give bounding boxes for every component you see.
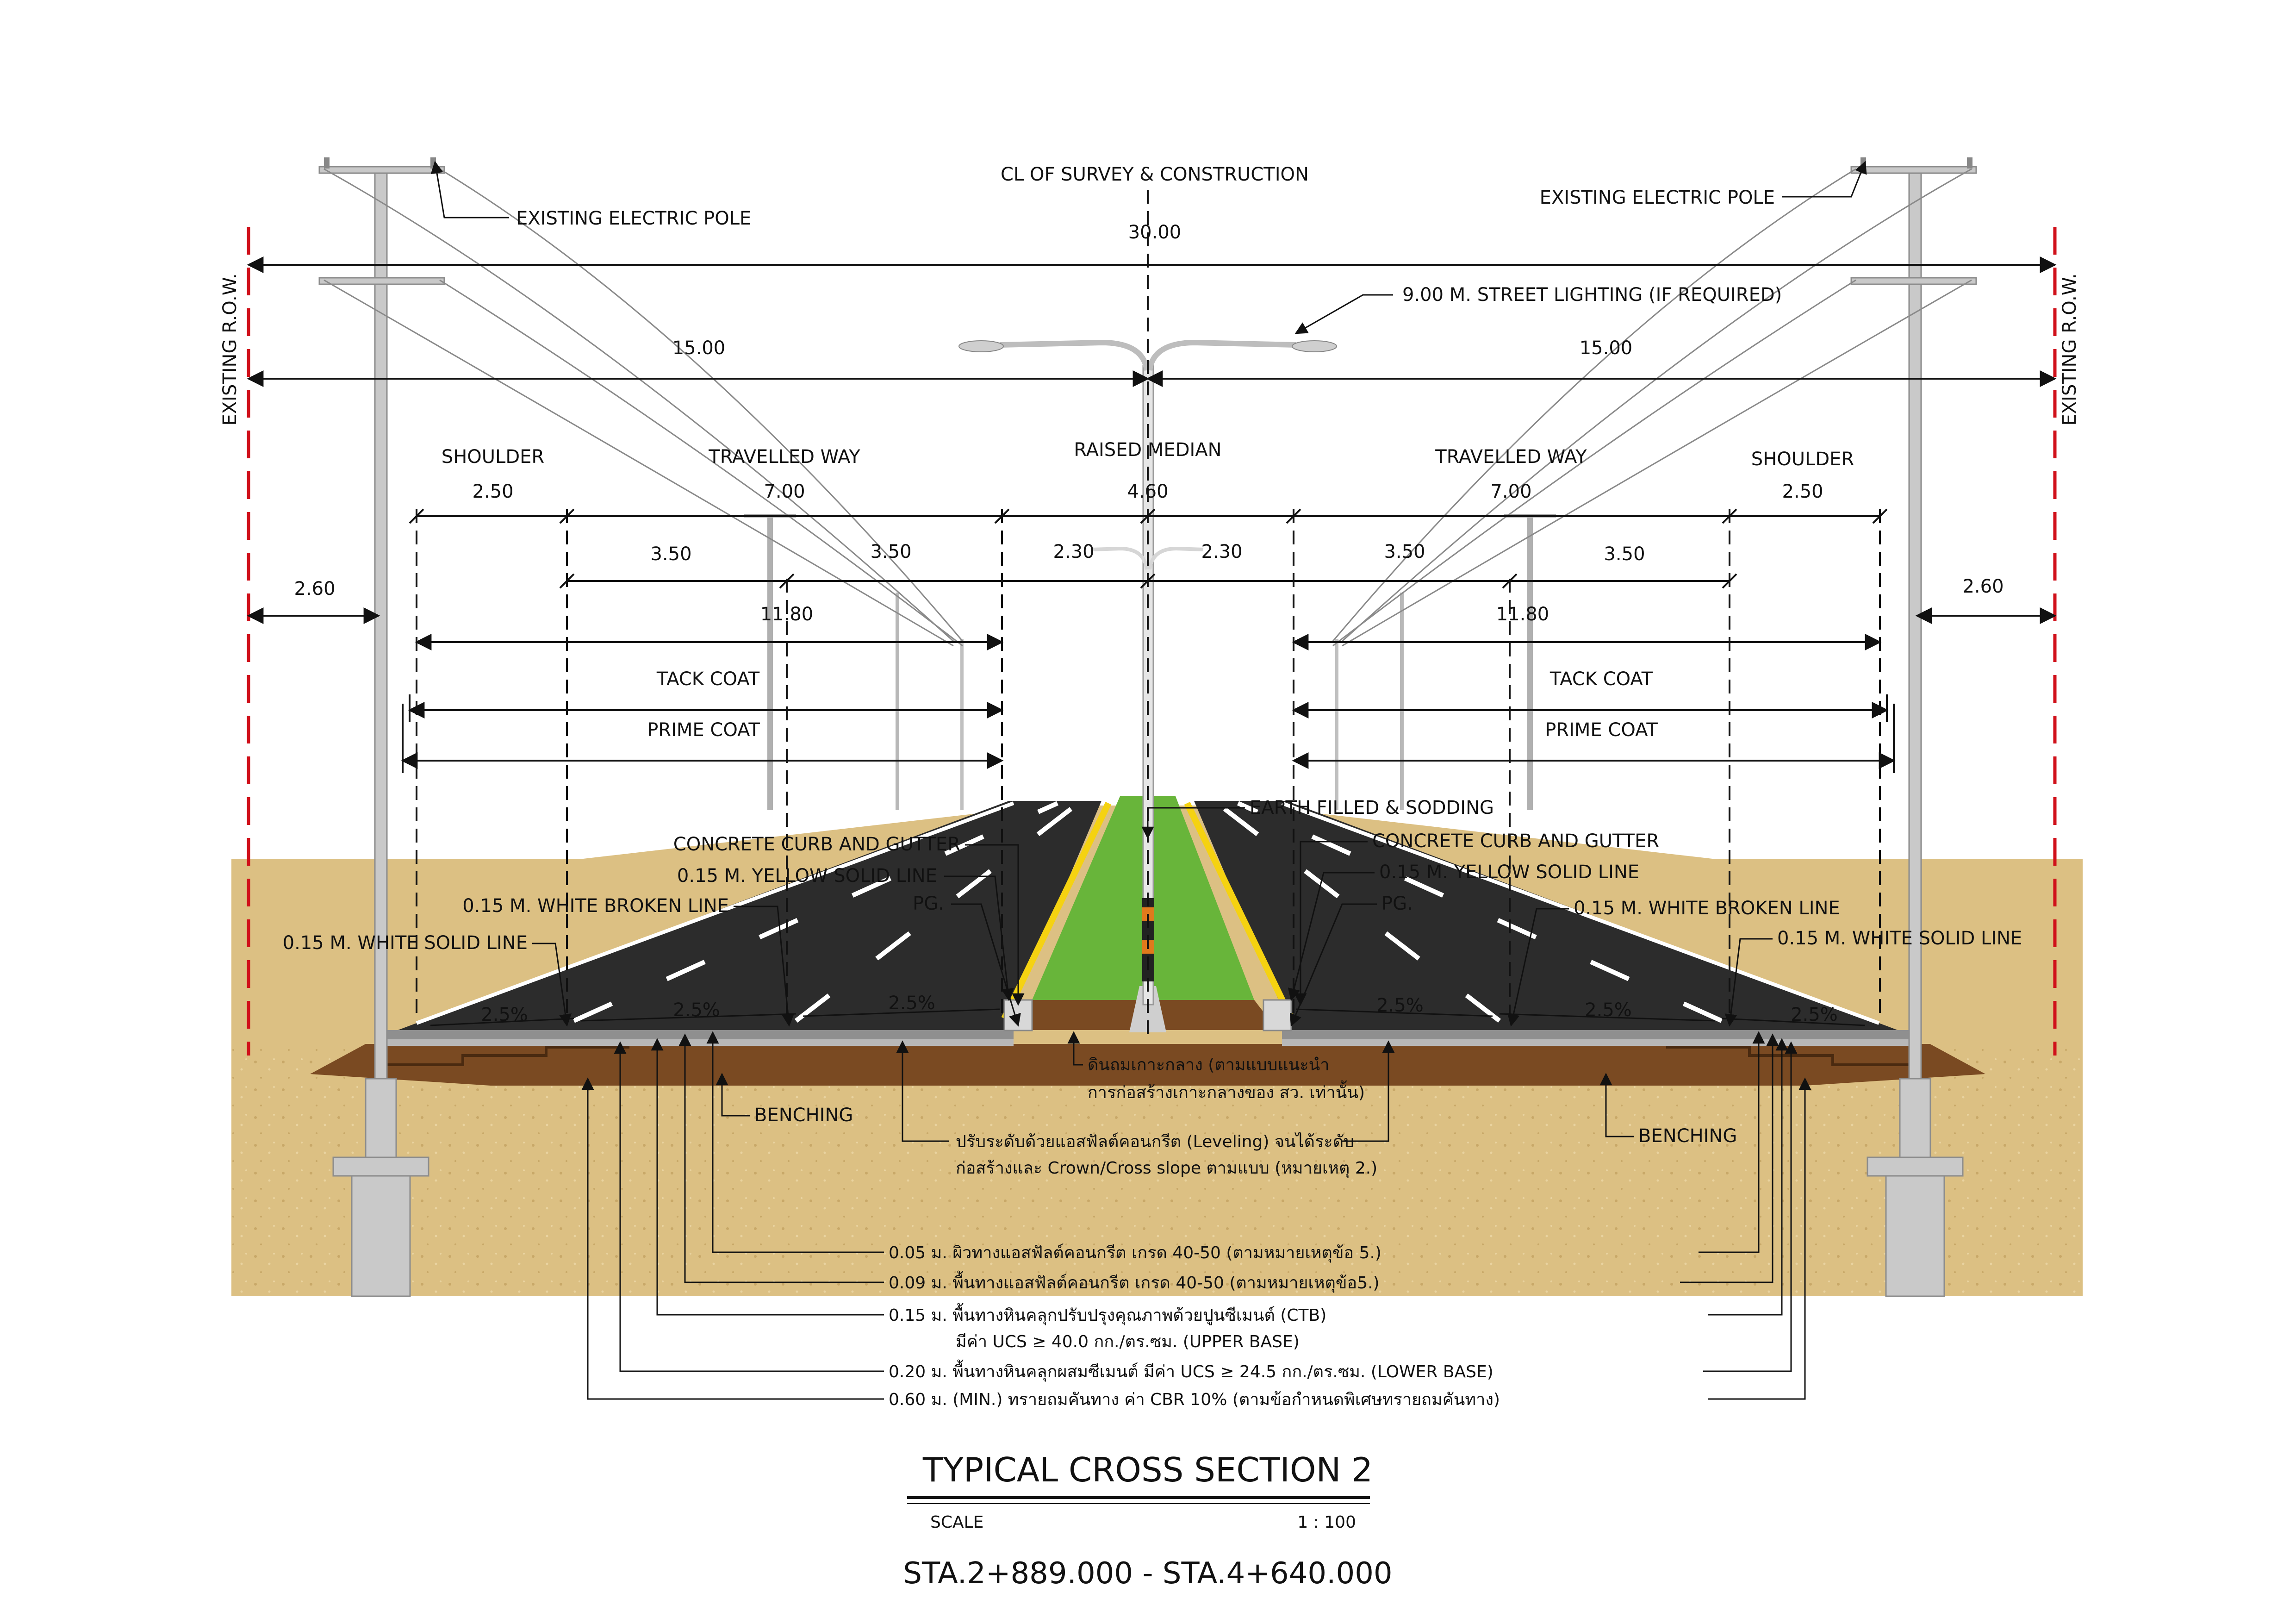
electric-pole-left <box>318 157 445 1297</box>
dimension-lines <box>247 256 2057 1018</box>
yellow-line-right <box>1184 801 1294 1020</box>
sand-fill <box>231 1049 2083 1296</box>
dim-shoulder-right: 2.50 <box>1782 481 1823 502</box>
yellow-label-left: 0.15 M. YELLOW SOLID LINE <box>677 865 937 887</box>
dim-total: 30.00 <box>1128 222 1182 243</box>
median-fill-note-1: ดินถมเกาะกลาง (ตามแบบแนะนำ <box>1088 1056 1330 1074</box>
dim-lane1-right: 3.50 <box>1604 543 1645 565</box>
layer-note: 0.15 ม. พื้นทางหินคลุกปรับปรุงคุณภาพด้วย… <box>889 1303 1326 1325</box>
layer-note: 0.09 ม. พื้นทางแอสฟัลต์คอนกรีต เกรด 40-5… <box>889 1270 1380 1293</box>
drawing-title: TYPICAL CROSS SECTION 2 <box>922 1450 1373 1489</box>
row-label-right: EXISTING R.O.W. <box>2059 273 2080 425</box>
soil-layer <box>310 1044 1985 1086</box>
broken-label-left: 0.15 M. WHITE BROKEN LINE <box>462 895 729 917</box>
solid-label-left: 0.15 M. WHITE SOLID LINE <box>283 932 528 954</box>
curb-right <box>1263 999 1292 1031</box>
right-carriageway <box>1194 801 1898 1030</box>
dim-row-offset-right: 2.60 <box>1962 576 2004 597</box>
dim-median-half-right: 2.30 <box>1201 541 1242 562</box>
pg-label-right: PG. <box>1381 893 1413 914</box>
dim-lane2-left: 3.50 <box>870 541 911 562</box>
centerline-label: CL OF SURVEY & CONSTRUCTION <box>1001 164 1309 185</box>
slope-label: 2.5% <box>888 993 935 1014</box>
white-broken-right <box>1237 801 1723 1023</box>
dim-median: 4.60 <box>1127 481 1168 502</box>
curb-label-left: CONCRETE CURB AND GUTTER <box>673 834 960 855</box>
tack-coat-right: TACK COAT <box>1549 668 1653 690</box>
solid-label-right: 0.15 M. WHITE SOLID LINE <box>1777 928 2022 949</box>
layer-note: มีค่า UCS ≥ 40.0 กก./ตร.ซม. (UPPER BASE) <box>956 1332 1300 1351</box>
benching-steps-left <box>380 1046 629 1066</box>
dim-median-half-left: 2.30 <box>1053 541 1094 562</box>
row-label-left: EXISTING R.O.W. <box>219 273 241 425</box>
left-carriageway <box>398 801 1101 1030</box>
yellow-label-right: 0.15 M. YELLOW SOLID LINE <box>1379 862 1639 883</box>
dim-pave-right: 11.80 <box>1496 604 1549 625</box>
yellow-line-left <box>1001 801 1112 1020</box>
white-solid-left <box>416 801 1014 1025</box>
zone-shoulder-right: SHOULDER <box>1751 449 1854 470</box>
zone-travelled-left: TRAVELLED WAY <box>708 446 860 468</box>
leveling-note-1: ปรับระดับด้วยแอสฟัลต์คอนกรีต (Leveling) … <box>956 1132 1354 1151</box>
median-fill-note-2: การก่อสร้างเกาะกลางของ สว. เท่านั้น) <box>1088 1080 1365 1102</box>
dim-travelled-left: 7.00 <box>764 481 805 502</box>
prime-coat-right: PRIME COAT <box>1545 719 1658 741</box>
layer-note: 0.20 ม. พื้นทางหินคลุกผสมซีเมนต์ มีค่า U… <box>889 1359 1493 1382</box>
dim-lane1-left: 3.50 <box>650 543 691 565</box>
white-solid-right <box>1281 801 1880 1025</box>
scale-label: SCALE <box>930 1513 983 1532</box>
pole-label-right: EXISTING ELECTRIC POLE <box>1540 187 1775 208</box>
dim-pave-left: 11.80 <box>760 604 814 625</box>
white-broken-left <box>572 801 1059 1023</box>
layer-note: 0.60 ม. (MIN.) ทรายถมคันทาง ค่า CBR 10% … <box>889 1390 1500 1409</box>
zone-shoulder-left: SHOULDER <box>442 446 544 468</box>
layer-leaders <box>581 1031 1811 1400</box>
dim-half-left: 15.00 <box>672 337 726 359</box>
zone-travelled-right: TRAVELLED WAY <box>1435 446 1587 468</box>
pole-leader-right <box>1782 161 1867 198</box>
dim-half-right: 15.00 <box>1580 337 1633 359</box>
pg-label-left: PG. <box>913 893 944 914</box>
zone-median: RAISED MEDIAN <box>1074 439 1221 461</box>
earth-leader <box>1141 807 1245 839</box>
slope-marks: 2.5% 2.5% 2.5% 2.5% 2.5% 2.5% <box>430 993 1866 1026</box>
tack-coat-left: TACK COAT <box>656 668 760 690</box>
power-wires <box>324 168 1972 647</box>
dim-row-offset-left: 2.60 <box>294 578 335 600</box>
electric-pole-right <box>1850 157 1977 1297</box>
lighting-label: 9.00 M. STREET LIGHTING (IF REQUIRED) <box>1402 284 1782 306</box>
benching-label-left: BENCHING <box>754 1105 853 1126</box>
layer-note: 0.05 ม. ผิวทางแอสฟัลต์คอนกรีต เกรด 40-50… <box>889 1243 1381 1263</box>
dim-lane2-right: 3.50 <box>1384 541 1425 562</box>
scale-value: 1 : 100 <box>1297 1513 1356 1532</box>
leveling-note-2: ก่อสร้างและ Crown/Cross slope ตามแบบ (หม… <box>956 1159 1377 1178</box>
pole-label-left: EXISTING ELECTRIC POLE <box>516 208 751 229</box>
broken-label-right: 0.15 M. WHITE BROKEN LINE <box>1574 898 1840 919</box>
lighting-leader <box>1294 294 1393 334</box>
dim-shoulder-left: 2.50 <box>472 481 513 502</box>
dim-travelled-right: 7.00 <box>1490 481 1531 502</box>
earth-label: EARTH FILLED & SODDING <box>1250 797 1494 818</box>
benching-label-right: BENCHING <box>1638 1125 1737 1147</box>
pavement <box>384 796 1911 1046</box>
station-range: STA.2+889.000 - STA.4+640.000 <box>903 1556 1392 1591</box>
prime-coat-left: PRIME COAT <box>647 719 760 741</box>
curb-label-right: CONCRETE CURB AND GUTTER <box>1372 831 1659 852</box>
pole-leader-left <box>430 161 509 219</box>
